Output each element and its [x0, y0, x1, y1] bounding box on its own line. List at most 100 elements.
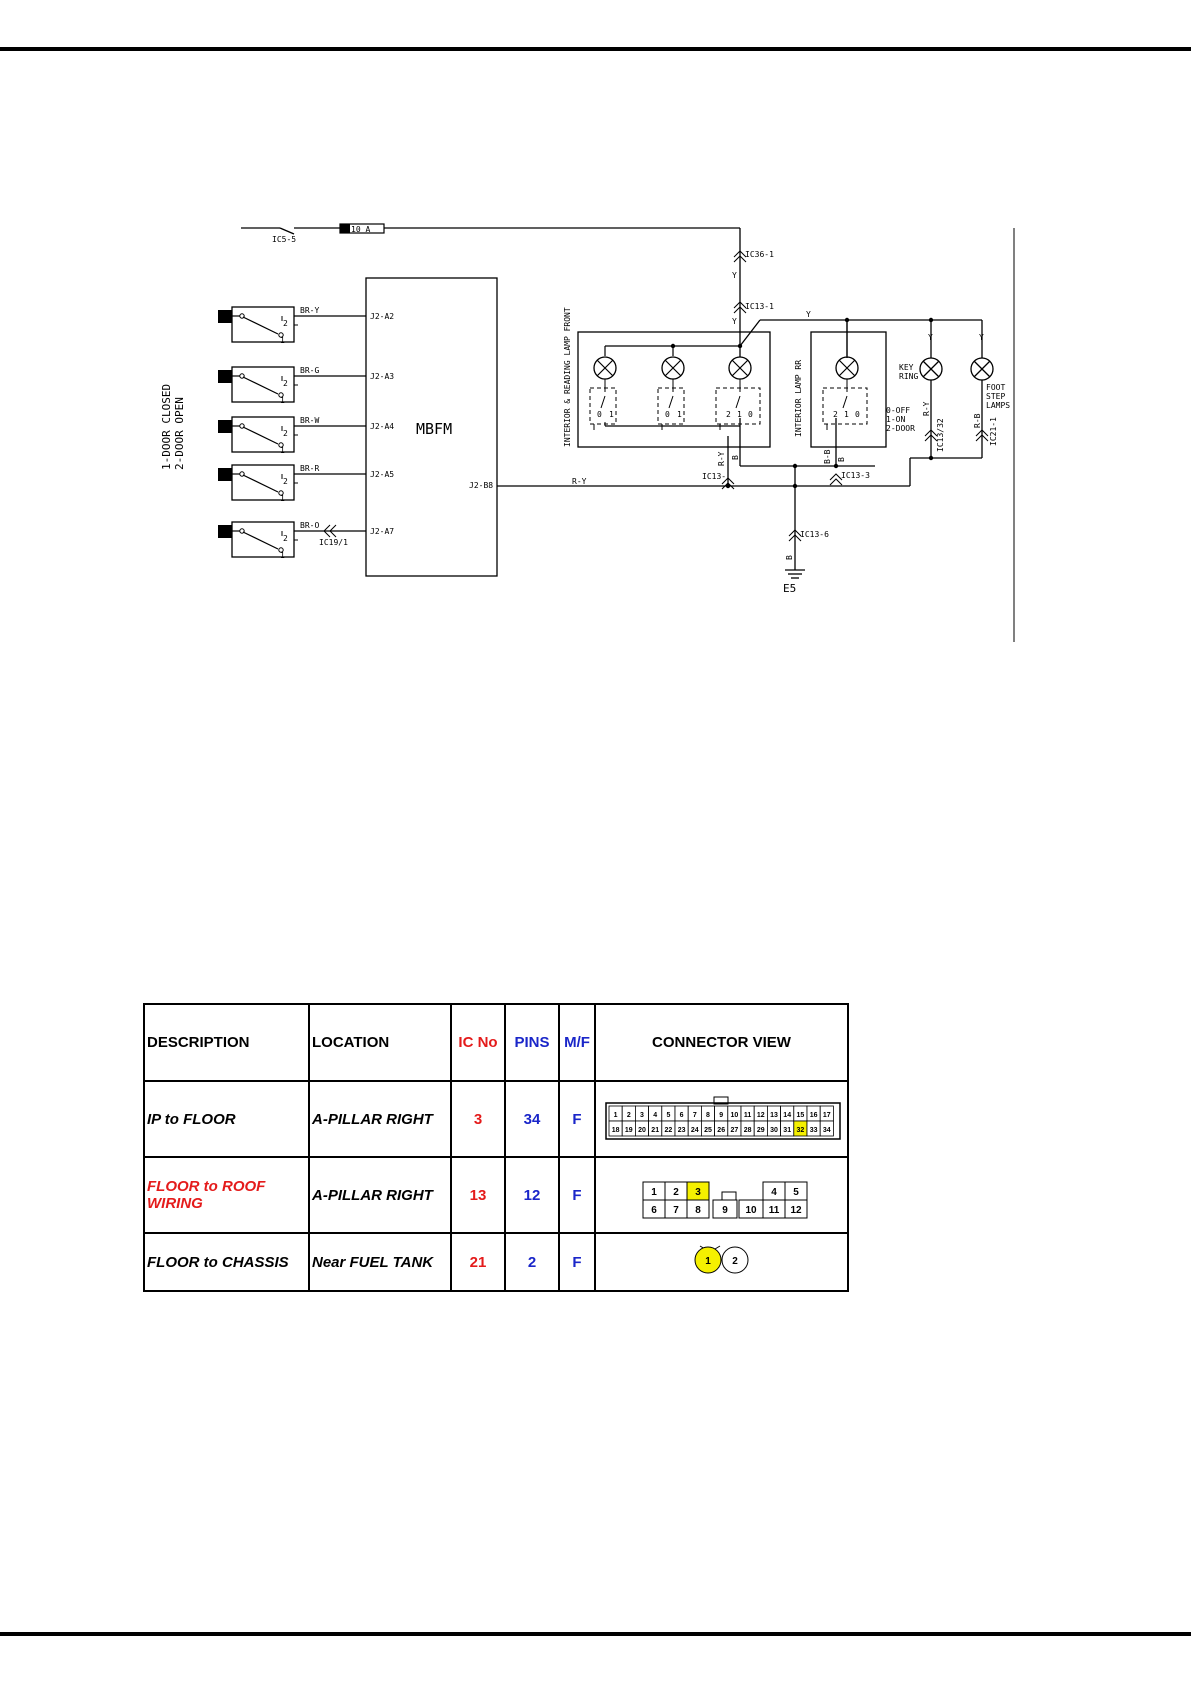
pin-label: 34: [823, 1127, 831, 1134]
header-location: LOCATION: [308, 1003, 452, 1082]
lamp-switch-pos: 1: [844, 410, 849, 419]
module-pin-label: J2-A7: [370, 527, 394, 536]
pin-label: 2: [732, 1256, 738, 1267]
row-location: Near FUEL TANK: [308, 1232, 452, 1292]
pin-label: 31: [783, 1127, 791, 1134]
foot-step-label-2: STEP: [986, 392, 1005, 401]
door-state-label-2: 2-DOOR OPEN: [173, 397, 186, 470]
foot-step-label-3: LAMPS: [986, 401, 1010, 410]
lamp-switch-pos: 1: [609, 410, 614, 419]
pin-label: 21: [651, 1127, 659, 1134]
switch-pos-1: 1: [280, 551, 285, 560]
pin-label: 2: [627, 1112, 631, 1119]
pin-label: 18: [612, 1127, 620, 1134]
pin-label: 8: [706, 1112, 710, 1119]
switch-wire-label: BR-Y: [300, 306, 319, 315]
lamp-switch-pos: 0: [597, 410, 602, 419]
row-description: FLOOR to ROOF WIRING: [143, 1156, 310, 1234]
svg-text:Y: Y: [928, 333, 933, 342]
switch-pos-2: 2: [283, 534, 288, 543]
fuse-label: 10 A: [351, 225, 370, 234]
row-pins: 34: [504, 1080, 560, 1158]
front-lamp-label: INTERIOR & READING LAMP FRONT: [563, 307, 572, 447]
pin-label: 9: [722, 1205, 728, 1216]
ic13-b-label: IC13-: [702, 472, 726, 481]
svg-text:Y: Y: [806, 310, 811, 319]
pin-label: 32: [797, 1127, 805, 1134]
wire-label-y: Y: [732, 271, 737, 280]
pin-label: 29: [757, 1127, 765, 1134]
pin-label: 16: [810, 1112, 818, 1119]
switch-pos-1: 1: [280, 336, 285, 345]
switch-wire-label: BR-R: [300, 464, 319, 473]
pin-label: 7: [673, 1205, 679, 1216]
pin-label: 14: [783, 1112, 791, 1119]
rr-legend-1: 0-OFF: [886, 406, 910, 415]
mbfm-output-pin: J2-B8: [469, 481, 493, 490]
interconnect-table: DESCRIPTION LOCATION IC No PINS M/F CONN…: [143, 1003, 849, 1292]
lamp-switch-pos: 0: [855, 410, 860, 419]
rr-legend-3: 2-DOOR: [886, 424, 915, 433]
ic13-1-label: IC13-1: [745, 302, 774, 311]
pin-label: 22: [665, 1127, 673, 1134]
ic13-32-label: IC13/32: [936, 418, 945, 452]
pin-label: 5: [793, 1187, 799, 1198]
foot-step-lamp: [970, 357, 994, 381]
key-ring-label-2: RING: [899, 372, 918, 381]
wiring-diagram: 10 A IC5-5 IC36-1 Y IC13-1 Y MBFM J2-B8 …: [160, 223, 1015, 642]
pin-label: 30: [770, 1127, 778, 1134]
pin-label: 3: [695, 1187, 701, 1198]
pin-label: 4: [653, 1112, 657, 1119]
switch-pos-1: 1: [280, 494, 285, 503]
ic13-6-label: IC13-6: [800, 530, 829, 539]
pin-label: 13: [770, 1112, 778, 1119]
pin-label: 28: [744, 1127, 752, 1134]
pin-label: 23: [678, 1127, 686, 1134]
feed-switch: [279, 227, 295, 235]
row-ic: 21: [450, 1232, 506, 1292]
lamp-switch-pos: 0: [665, 410, 670, 419]
ic13-3-label: IC13-3: [841, 471, 870, 480]
lamp-switch-pos: 2: [833, 410, 838, 419]
fuse-connector-label: IC5-5: [272, 235, 296, 244]
svg-text:R-Y: R-Y: [922, 401, 931, 416]
key-ring-label-1: KEY: [899, 363, 914, 372]
key-ring-lamp: [919, 357, 943, 381]
header-description: DESCRIPTION: [143, 1003, 310, 1082]
row-ic: 3: [450, 1080, 506, 1158]
pin-label: 33: [810, 1127, 818, 1134]
svg-text:B: B: [731, 455, 740, 460]
row-mf: F: [558, 1232, 596, 1292]
row-pins: 2: [504, 1232, 560, 1292]
svg-text:R-B: R-B: [973, 413, 982, 428]
pin-label: 1: [651, 1187, 657, 1198]
pin-label: 4: [771, 1187, 777, 1198]
switch-connector-label: IC19/1: [319, 538, 348, 547]
module-pin-label: J2-A5: [370, 470, 394, 479]
table-header-row: DESCRIPTION LOCATION IC No PINS M/F CONN…: [143, 1003, 849, 1082]
pin-label: 3: [640, 1112, 644, 1119]
table-row: FLOOR to CHASSIS Near FUEL TANK 21 2 F 1…: [143, 1232, 849, 1292]
svg-text:R-Y: R-Y: [717, 451, 726, 466]
pin-label: 2: [673, 1187, 679, 1198]
switch-wire-label: BR-O: [300, 521, 319, 530]
ic21-label: IC21-1: [989, 417, 998, 446]
pin-cell: [784, 1199, 808, 1219]
pin-cell: [819, 1120, 834, 1137]
header-pins: PINS: [504, 1003, 560, 1082]
switch-pos-2: 2: [283, 429, 288, 438]
switch-pos-1: 1: [280, 396, 285, 405]
lamp-switch-pos: 2: [726, 410, 731, 419]
switch-pos-2: 2: [283, 319, 288, 328]
pin-label: 17: [823, 1112, 831, 1119]
pin-label: 27: [731, 1127, 739, 1134]
foot-step-label-1: FOOT: [986, 383, 1005, 392]
switch-wire-label: BR-G: [300, 366, 319, 375]
switch-pos-1: 1: [280, 446, 285, 455]
